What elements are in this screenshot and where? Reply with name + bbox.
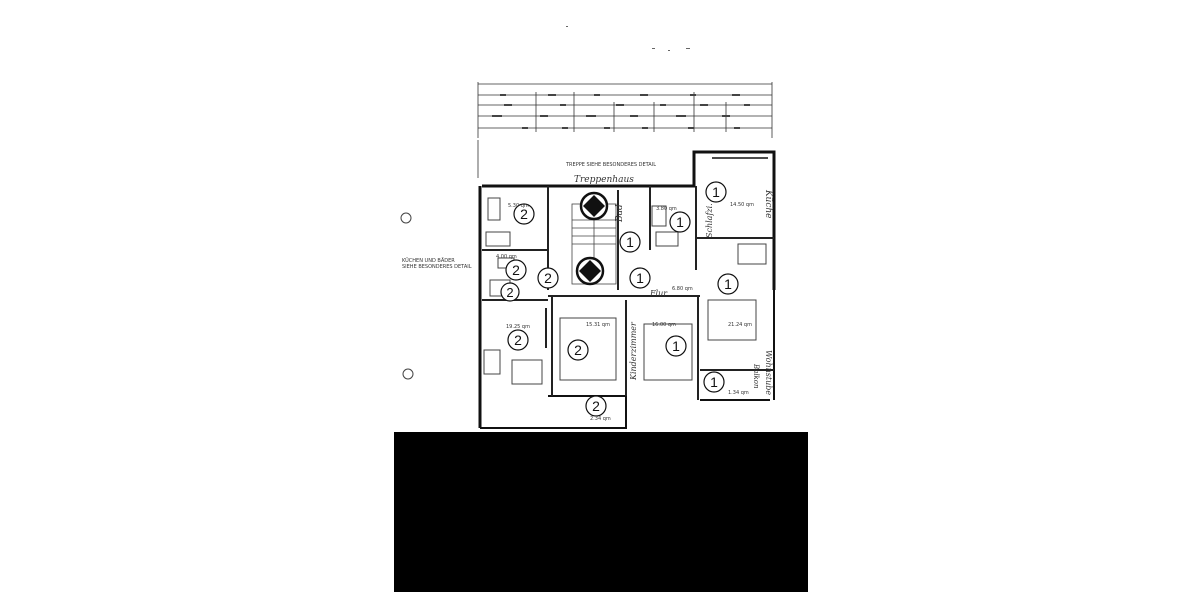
room-marker: 2: [537, 267, 559, 289]
svg-text:1: 1: [676, 214, 684, 230]
svg-text:1: 1: [626, 234, 634, 250]
svg-text:1: 1: [710, 374, 718, 390]
corridor-label: Flur: [649, 289, 668, 298]
room-markers: 2 2 2 2 2 2 2 1 1 1 1 1 1 1 1: [500, 181, 739, 417]
svg-text:2: 2: [520, 206, 528, 222]
room-marker: 1: [665, 335, 687, 357]
svg-text:2: 2: [512, 262, 520, 278]
room-marker: 2: [507, 329, 529, 351]
svg-text:2: 2: [514, 332, 522, 348]
exterior-walls: [478, 150, 776, 429]
svg-text:2: 2: [506, 285, 513, 300]
scan-specks: [566, 26, 690, 51]
child-room-label: Kinderzimmer: [629, 321, 638, 381]
bedroom-right-label: Schlafzi.: [705, 203, 714, 238]
room-marker: 2: [505, 259, 527, 281]
area-bath-right: 3.80 qm: [656, 206, 677, 212]
area-living-right: 21.24 qm: [728, 322, 752, 328]
room-marker: 1: [717, 273, 739, 295]
kitchen-note-line2: SIEHE BESONDERES DETAIL: [402, 264, 472, 270]
area-living-left: 19.25 qm: [506, 324, 530, 330]
area-bedroom-right: 14.50 qm: [730, 202, 754, 208]
room-marker: 1: [669, 211, 691, 233]
stairwell-hatch-markers: [575, 191, 609, 286]
svg-text:1: 1: [712, 184, 720, 200]
svg-text:1: 1: [724, 276, 732, 292]
svg-text:2: 2: [544, 270, 552, 286]
area-balcony-right: 1.34 qm: [728, 390, 749, 396]
black-redaction-block: [394, 432, 808, 592]
living-room-label: Wohnstube: [764, 350, 773, 395]
area-child-mid: 16.00 qm: [652, 322, 676, 328]
room-marker: 2: [585, 395, 607, 417]
room-marker: 1: [619, 231, 641, 253]
room-marker: 1: [705, 181, 727, 203]
kitchen-note-line1: KÜCHEN UND BÄDER: [402, 257, 455, 264]
svg-text:2: 2: [574, 342, 582, 358]
svg-text:1: 1: [636, 270, 644, 286]
fixtures: [400, 197, 767, 385]
area-corridor-right: 6.80 qm: [672, 286, 693, 292]
plan-labels: TREPPE SIEHE BESONDERES DETAIL Treppenha…: [402, 162, 773, 422]
stair-note: TREPPE SIEHE BESONDERES DETAIL: [565, 162, 656, 168]
svg-text:2: 2: [592, 398, 600, 414]
room-marker: 1: [703, 371, 725, 393]
balcony-label: Balkon: [752, 363, 760, 389]
dimension-ticks: [492, 94, 750, 129]
room-marker: 2: [567, 339, 589, 361]
area-balcony-left: 2.34 qm: [590, 416, 611, 422]
kitchen-right-label: Küche: [763, 189, 773, 219]
area-bath-left: 4.00 qm: [496, 254, 517, 260]
bath-right-label: Bad: [615, 204, 625, 223]
room-marker: 2: [500, 282, 520, 302]
room-marker: 1: [629, 267, 651, 289]
room-marker: 2: [513, 203, 535, 225]
area-kitchen-left: 5.30 qm: [508, 203, 529, 209]
stairwell-label: Treppenhaus: [574, 175, 634, 185]
svg-text:1: 1: [672, 338, 680, 354]
area-bedroom-left: 15.31 qm: [586, 322, 610, 328]
